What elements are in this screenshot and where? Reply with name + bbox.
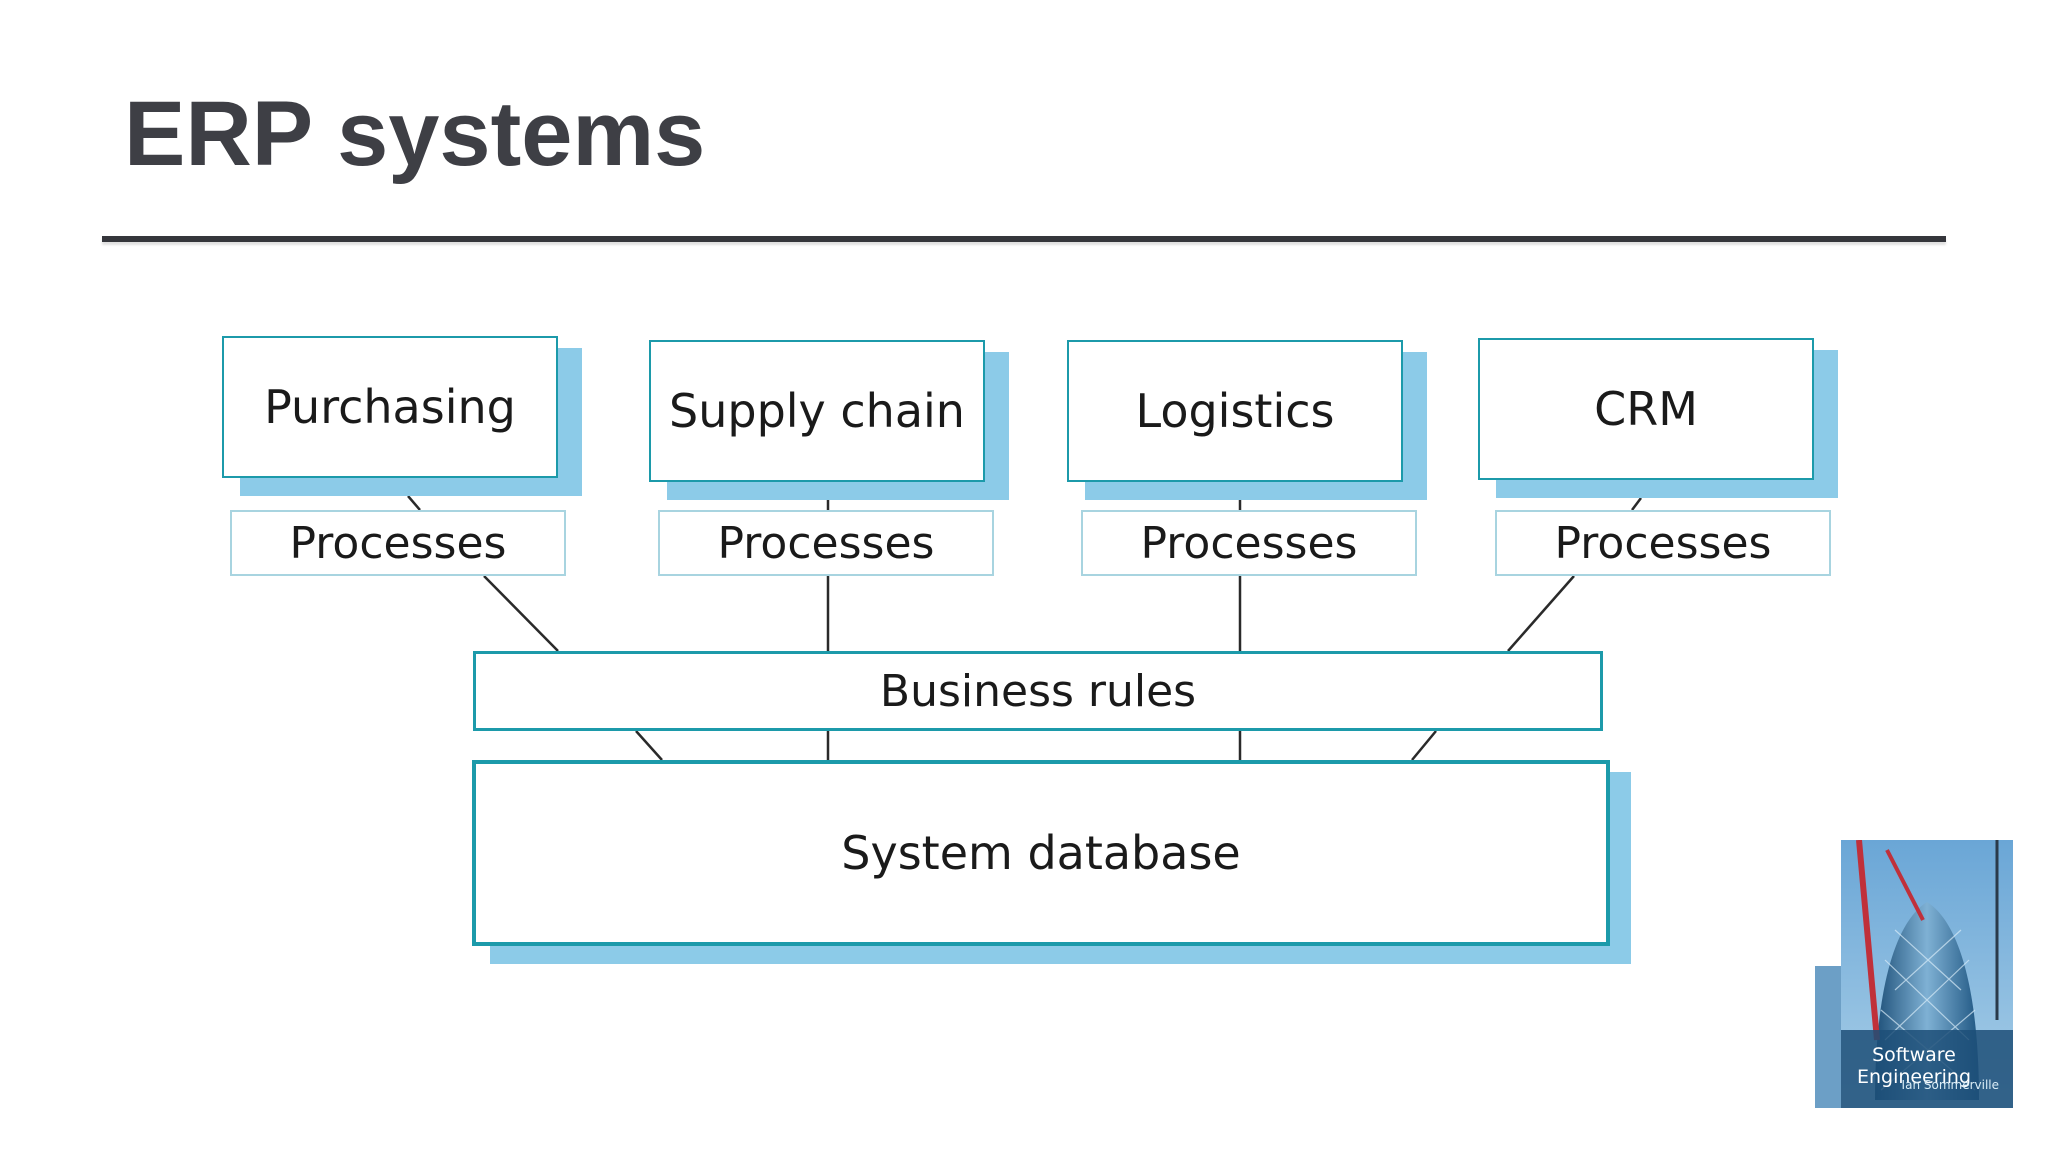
- module-supply-chain-label: Supply chain: [669, 384, 965, 438]
- processes-logistics: Processes: [1081, 510, 1417, 576]
- book-cover-image: [1815, 840, 2013, 1108]
- connector-purchasing-processes: [407, 495, 421, 511]
- business-rules-label: Business rules: [879, 665, 1197, 717]
- book-cover-thumbnail: Software Engineering Ian Sommerville: [1815, 840, 2013, 1108]
- system-database: System database: [472, 760, 1610, 946]
- module-logistics-label: Logistics: [1135, 384, 1335, 438]
- module-purchasing: Purchasing: [222, 336, 558, 478]
- business-rules-layer: Business rules: [473, 651, 1603, 731]
- processes-crm-label: Processes: [1554, 517, 1772, 569]
- connector-crm-processes: [1631, 497, 1642, 511]
- module-supply-chain: Supply chain: [649, 340, 985, 482]
- processes-purchasing-label: Processes: [289, 517, 507, 569]
- connector-rules-db-1: [635, 730, 663, 761]
- module-purchasing-label: Purchasing: [264, 380, 516, 434]
- slide-title: ERP systems: [124, 83, 706, 185]
- title-divider: [102, 236, 1946, 242]
- processes-purchasing: Processes: [230, 510, 566, 576]
- system-database-label: System database: [841, 826, 1241, 880]
- book-author: Ian Sommerville: [1901, 1078, 1999, 1092]
- connector-crm-rules: [1507, 575, 1575, 652]
- connector-purchasing-rules: [483, 575, 559, 652]
- module-logistics: Logistics: [1067, 340, 1403, 482]
- module-crm-label: CRM: [1594, 382, 1698, 436]
- processes-supply-chain: Processes: [658, 510, 994, 576]
- book-title: Software Engineering: [1857, 1044, 1971, 1088]
- processes-supply-chain-label: Processes: [717, 517, 935, 569]
- processes-crm: Processes: [1495, 510, 1831, 576]
- module-crm: CRM: [1478, 338, 1814, 480]
- processes-logistics-label: Processes: [1140, 517, 1358, 569]
- connector-rules-db-4: [1411, 730, 1437, 761]
